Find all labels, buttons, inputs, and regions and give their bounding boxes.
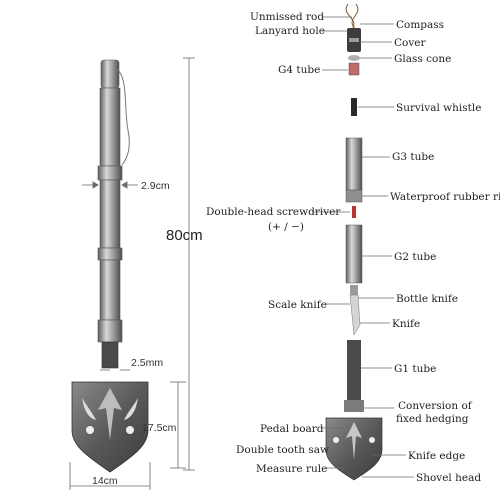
- label-measure-rule: Measure rule: [256, 463, 327, 475]
- label-g4-tube: G4 tube: [278, 64, 320, 76]
- blade-emblem: [98, 388, 122, 440]
- lanyard-cord: [117, 69, 130, 166]
- label-g1-tube: G1 tube: [394, 363, 436, 375]
- blade-cutout-right: [124, 398, 138, 420]
- blade-hole-right: [126, 426, 134, 434]
- handle-segment-3: [99, 179, 121, 249]
- g4-tube-part: [348, 62, 360, 76]
- handle-joint-1: [97, 165, 123, 181]
- survival-whistle-part: [351, 98, 357, 116]
- assembled-shovel: [71, 59, 149, 473]
- handle-segment-2: [99, 259, 121, 321]
- blade-cutout-left: [82, 398, 96, 420]
- dim-blade-length: 17.5cm: [142, 422, 177, 434]
- label-knife: Knife: [392, 318, 420, 330]
- label-double-tooth-saw: Double tooth saw: [236, 444, 329, 456]
- cover-part: [349, 38, 359, 42]
- bottle-knife-part: [350, 285, 358, 295]
- shovel-head-emblem: [346, 422, 362, 460]
- label-screwdriver-note: (+ / −): [268, 221, 304, 233]
- label-waterproof-ring: Waterproof rubber ring: [390, 191, 500, 203]
- label-conversion-1: Conversion of: [398, 400, 473, 412]
- label-survival-whistle: Survival whistle: [396, 102, 481, 114]
- conversion-joint-part: [344, 400, 364, 412]
- lanyard-loop: [345, 3, 359, 31]
- g2-tube-part: [345, 224, 363, 284]
- label-compass: Compass: [396, 19, 444, 31]
- label-screwdriver: Double-head screwdriver: [206, 206, 341, 218]
- dimension-lines: [69, 57, 195, 490]
- glass-cone-part: [348, 55, 360, 61]
- dim-blade-width: 14cm: [92, 475, 118, 487]
- waterproof-ring-part: [345, 189, 363, 203]
- label-scale-knife: Scale knife: [268, 299, 327, 311]
- g3-tube-part: [345, 137, 363, 191]
- handle-joint-2: [97, 247, 123, 261]
- label-g2-tube: G2 tube: [394, 251, 436, 263]
- label-g3-tube: G3 tube: [392, 151, 434, 163]
- label-unmissed-rod: Unmissed rod: [250, 11, 324, 23]
- dim-total-length: 80cm: [166, 227, 203, 244]
- exploded-parts: [325, 3, 383, 481]
- top-cap: [100, 59, 120, 89]
- label-bottle-knife: Bottle knife: [396, 293, 458, 305]
- label-lanyard-hole: Lanyard hole: [255, 25, 325, 37]
- shovel-neck: [101, 341, 119, 369]
- dim-handle-diameter: 2.9cm: [141, 180, 170, 192]
- shovel-head-hole-left: [333, 437, 339, 443]
- dim-blade-thickness: 2.5mm: [131, 357, 163, 369]
- label-conversion-2: fixed hedging: [396, 413, 469, 425]
- label-glass-cone: Glass cone: [394, 53, 451, 65]
- leader-lines: [312, 16, 414, 478]
- screwdriver-bit-part: [352, 206, 356, 218]
- label-pedal-board: Pedal board: [260, 423, 324, 435]
- label-shovel-head: Shovel head: [416, 472, 481, 484]
- label-knife-edge: Knife edge: [408, 450, 465, 462]
- shovel-head-hole-right: [369, 437, 375, 443]
- scale-knife-part: [349, 294, 361, 336]
- label-cover: Cover: [394, 37, 427, 49]
- g1-tube-part: [347, 340, 361, 400]
- blade-hole-left: [86, 426, 94, 434]
- handle-joint-3: [97, 319, 123, 343]
- handle-segment-4: [99, 87, 121, 167]
